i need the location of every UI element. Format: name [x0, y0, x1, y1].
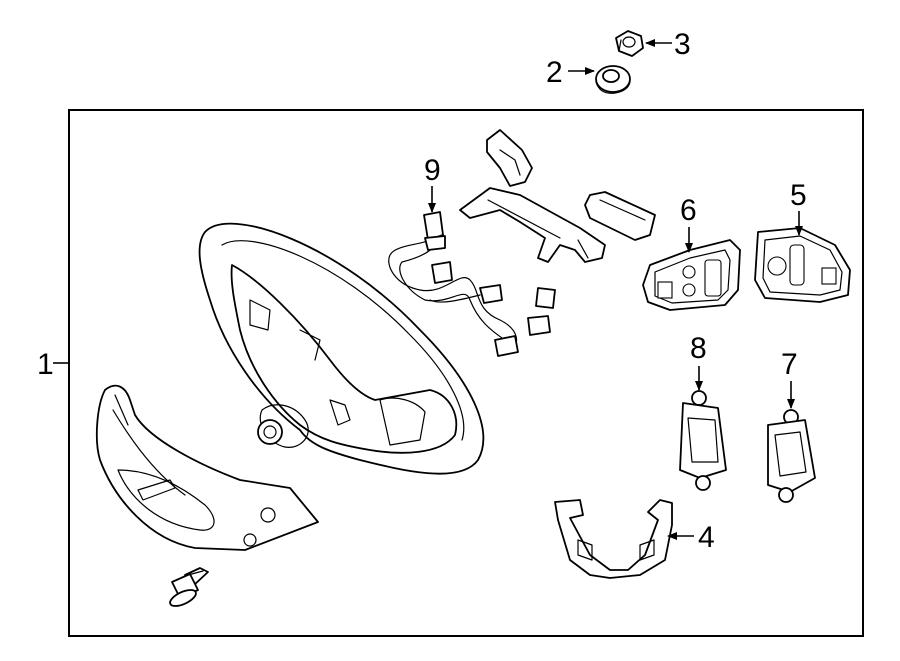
- callout-4: 4: [698, 521, 715, 554]
- assembly-frame: [68, 109, 864, 637]
- steering-wheel: [198, 222, 485, 475]
- washer-part: [595, 65, 631, 94]
- right-switch-panel: [754, 227, 851, 303]
- small-switch-right: [767, 409, 816, 503]
- screw-part: [169, 567, 209, 607]
- switch-bracket: [459, 187, 606, 263]
- callout-2: 2: [546, 56, 563, 89]
- callout-3: 3: [674, 28, 691, 61]
- lower-bezel: [554, 499, 673, 579]
- left-switch-panel: [642, 239, 741, 311]
- right-trim-piece: [584, 191, 656, 241]
- callout-7: 7: [781, 348, 798, 381]
- upper-trim-piece: [486, 129, 533, 187]
- callout-1: 1: [37, 348, 54, 381]
- callout-8: 8: [690, 332, 707, 365]
- callout-6: 6: [680, 194, 697, 227]
- callout-5: 5: [790, 179, 807, 212]
- wiring-harness: [388, 211, 556, 357]
- small-switch-left: [679, 390, 727, 491]
- callout-9: 9: [424, 154, 441, 187]
- lower-trim-cover: [95, 384, 319, 551]
- nut-part: [615, 30, 644, 57]
